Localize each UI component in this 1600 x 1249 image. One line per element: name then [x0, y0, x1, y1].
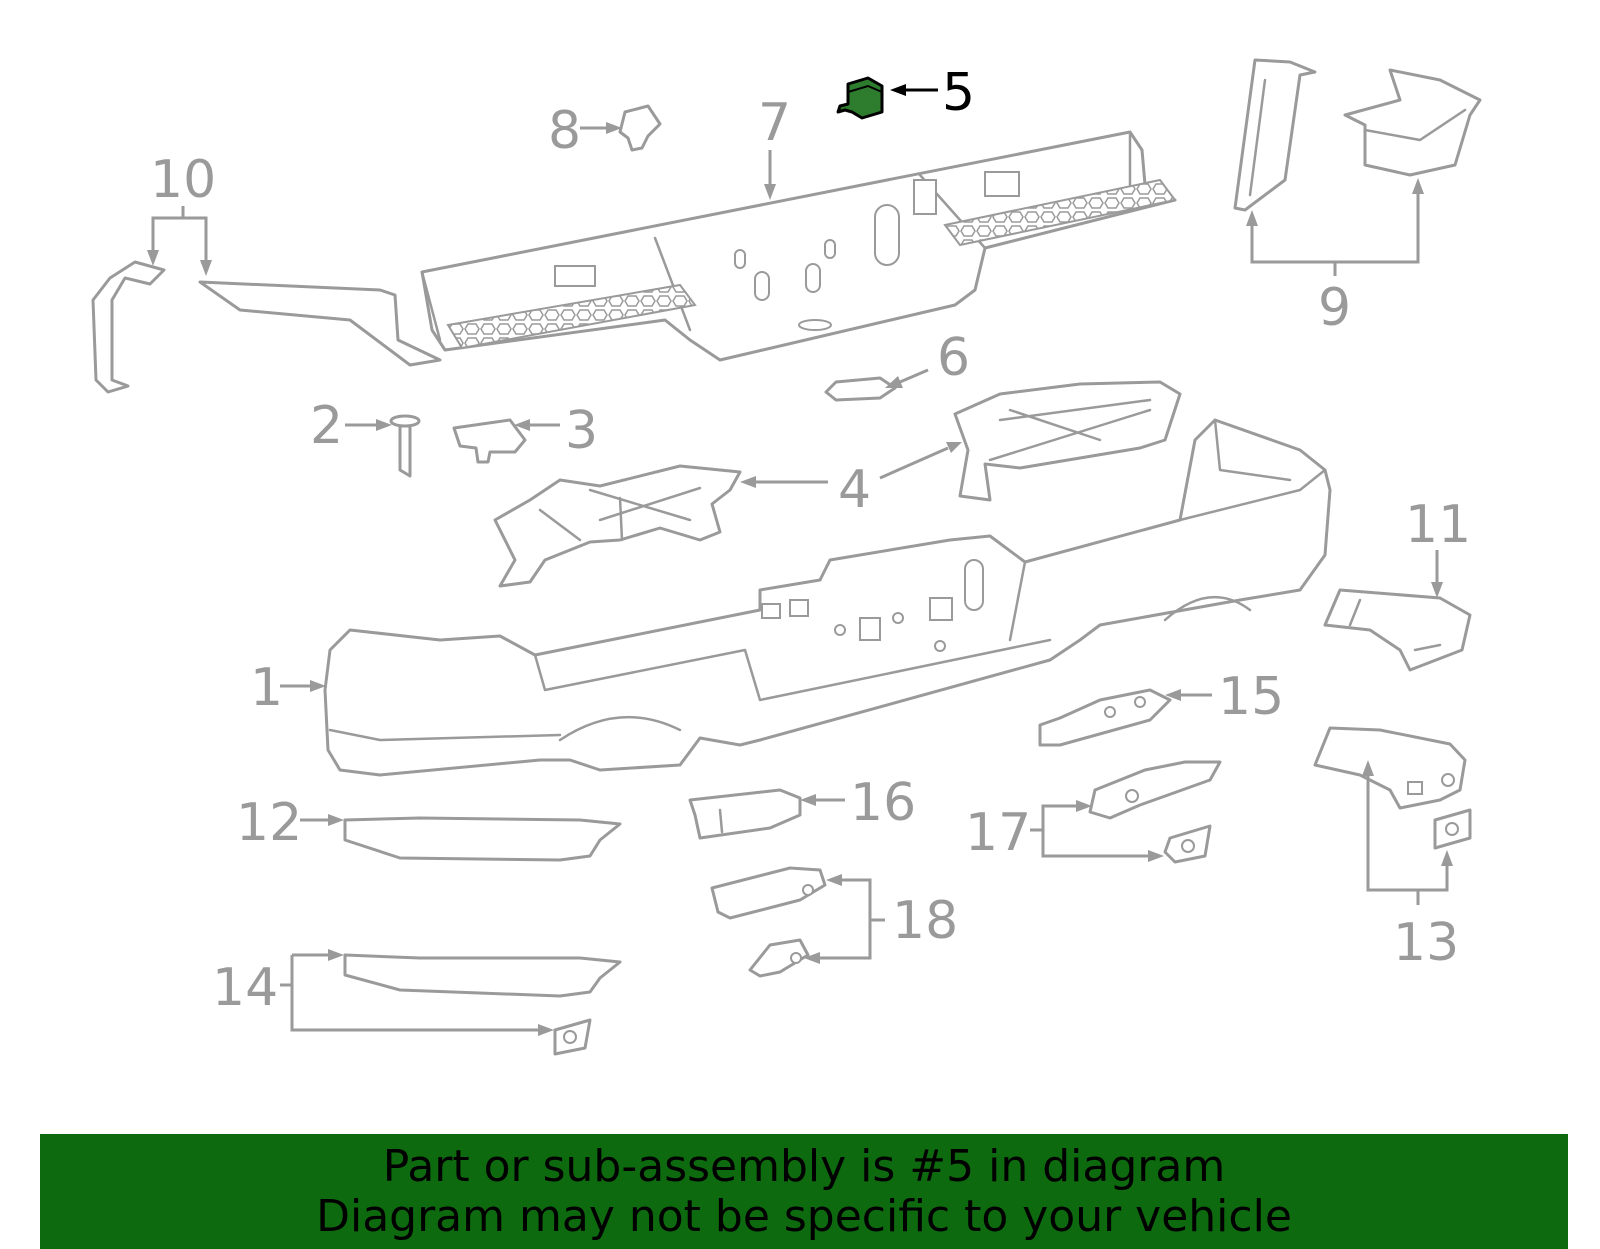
callout-2: 2 — [310, 396, 343, 456]
part-4-brackets[interactable] — [493, 380, 1182, 588]
callout-8: 8 — [548, 101, 581, 161]
part-13-brackets[interactable] — [1313, 726, 1472, 850]
callout-labels: 1 2 3 4 5 6 7 8 9 10 11 12 13 14 15 16 1… — [150, 63, 1471, 1018]
callout-10: 10 — [150, 150, 216, 210]
part-2-bolt[interactable] — [389, 414, 421, 478]
part-6-pad[interactable] — [824, 376, 897, 402]
callout-7: 7 — [758, 93, 791, 153]
part-12-trim[interactable] — [343, 816, 622, 862]
callout-5: 5 — [942, 63, 975, 123]
callout-6: 6 — [937, 328, 970, 388]
callout-13: 13 — [1393, 913, 1459, 973]
part-15-bracket[interactable] — [1038, 688, 1172, 747]
callout-12: 12 — [236, 793, 302, 853]
part-17-brackets[interactable] — [1088, 760, 1222, 864]
banner-line-2: Diagram may not be specific to your vehi… — [316, 1190, 1292, 1242]
callout-15: 15 — [1218, 667, 1284, 727]
part-11-bracket[interactable] — [1323, 588, 1472, 672]
part-5-highlighted[interactable] — [836, 76, 884, 120]
callout-14: 14 — [212, 958, 278, 1018]
info-banner: Part or sub-assembly is #5 in diagram Di… — [40, 1134, 1568, 1249]
banner-line-1: Part or sub-assembly is #5 in diagram — [382, 1140, 1226, 1192]
callout-9: 9 — [1318, 278, 1351, 338]
part-16-bracket[interactable] — [688, 788, 802, 840]
part-5-shape — [836, 76, 884, 120]
part-8-clip[interactable] — [618, 104, 662, 152]
callout-11: 11 — [1405, 495, 1471, 555]
leader-lines — [147, 84, 1453, 1036]
callout-4: 4 — [838, 460, 871, 520]
part-10-step-end-caps[interactable] — [91, 260, 442, 394]
part-1-bumper[interactable] — [323, 418, 1332, 777]
callout-18: 18 — [892, 891, 958, 951]
callout-17: 17 — [965, 803, 1031, 863]
callout-16: 16 — [850, 773, 916, 833]
part-14-trim[interactable] — [343, 953, 622, 1056]
part-9-end-caps[interactable] — [1233, 58, 1482, 212]
part-18-brackets[interactable] — [710, 866, 827, 978]
callout-3: 3 — [565, 401, 598, 461]
part-7-step-pad[interactable] — [420, 130, 1177, 362]
callout-1: 1 — [250, 658, 283, 718]
part-3-nut-clip[interactable] — [452, 418, 527, 464]
